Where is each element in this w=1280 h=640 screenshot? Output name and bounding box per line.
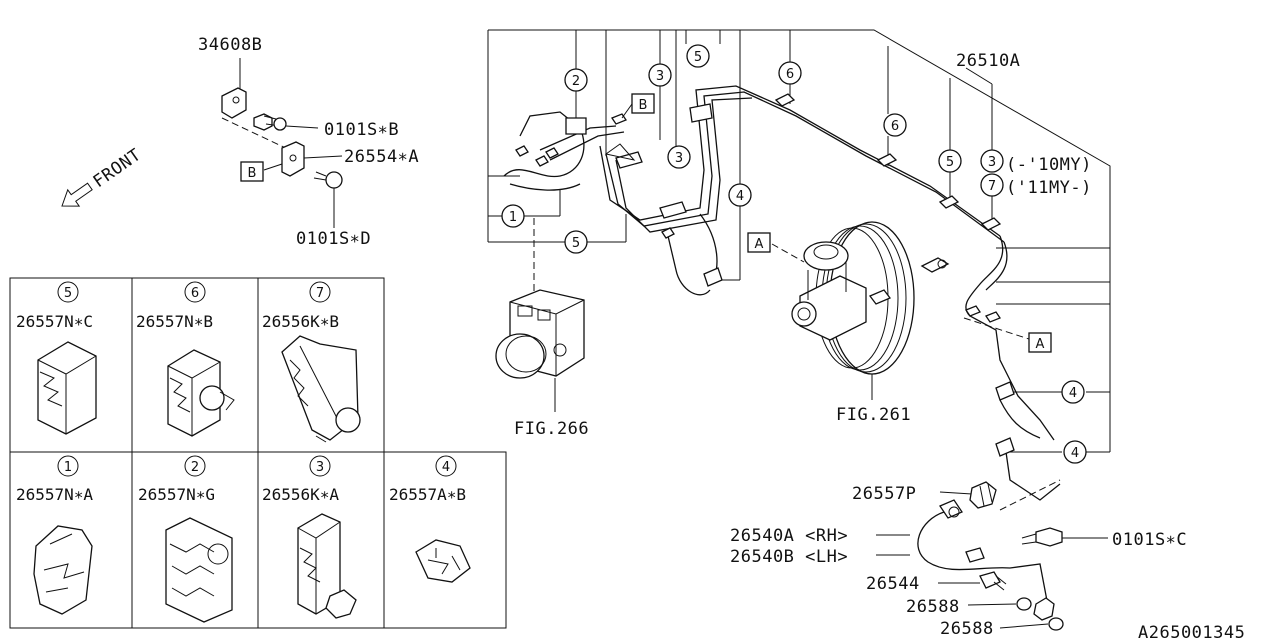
svg-text:6: 6	[786, 67, 794, 82]
callout-2: 2	[564, 68, 588, 92]
part-label-26510A: 26510A	[956, 51, 1020, 71]
bracket-assembly: 34608B 0101S∗B 26554∗A B 0101S∗D FRONT	[61, 35, 419, 249]
front-label: FRONT	[90, 145, 145, 192]
part-label-26588-upper: 26588	[906, 597, 960, 617]
svg-text:6: 6	[191, 286, 199, 301]
clip-cell-3: 3 26556K∗A	[262, 455, 339, 504]
svg-text:2: 2	[191, 460, 199, 475]
ref-box-B-left	[240, 161, 264, 182]
clip-cell-6: 6 26557N∗B	[136, 281, 213, 331]
clip-drawing-4	[415, 539, 471, 583]
callout-1: 1	[501, 204, 525, 228]
fig-261-label: FIG.261	[836, 405, 911, 425]
ref-box-A-pipe	[1028, 332, 1052, 353]
part-label-26588-lower: 26588	[940, 619, 994, 639]
note-3-model-year: (-'10MY)	[1006, 155, 1092, 175]
callout-4-mid: 4	[1061, 380, 1085, 404]
part-label-0101S-C: 0101S∗C	[1112, 530, 1187, 550]
callout-3-top: 3	[648, 63, 672, 87]
bracket-34608B	[221, 87, 247, 119]
clip-cell-7: 7 26556K∗B	[262, 281, 339, 331]
brake-booster: FIG.261 A	[747, 221, 950, 425]
clip-cell-1: 1 26557N∗A	[16, 455, 93, 504]
part-label-0101S-B: 0101S∗B	[324, 120, 399, 140]
svg-text:5: 5	[572, 236, 580, 251]
clip-drawing-2	[165, 517, 233, 623]
clip-part-26556K-A: 26556K∗A	[262, 485, 339, 504]
front-arrow-icon: FRONT	[61, 145, 145, 207]
svg-text:1: 1	[509, 210, 517, 225]
svg-text:7: 7	[988, 179, 996, 194]
svg-text:4: 4	[1071, 446, 1079, 461]
clip-drawing-1	[33, 525, 93, 615]
svg-text:1: 1	[64, 460, 72, 475]
clip-part-26557N-A: 26557N∗A	[16, 485, 93, 504]
svg-text:3: 3	[656, 69, 664, 84]
callout-3-right: 3	[980, 149, 1004, 173]
svg-text:A: A	[1036, 337, 1045, 352]
clip-part-26557N-C: 26557N∗C	[16, 312, 93, 331]
callout-4-low: 4	[1063, 440, 1087, 464]
clip-part-26557A-B: 26557A∗B	[389, 485, 466, 504]
fig-266-label: FIG.266	[514, 419, 589, 439]
clip-drawing-7	[281, 335, 361, 443]
svg-text:2: 2	[572, 74, 580, 89]
callout-7: 7	[980, 173, 1004, 197]
part-label-26544: 26544	[866, 574, 920, 594]
svg-text:A: A	[755, 237, 764, 252]
svg-text:5: 5	[694, 50, 702, 65]
clip-drawing-3	[297, 513, 357, 619]
part-label-26540B: 26540B <LH>	[730, 547, 848, 567]
svg-text:B: B	[248, 166, 257, 181]
svg-text:5: 5	[946, 155, 954, 170]
clip-cell-5: 5 26557N∗C	[16, 281, 93, 331]
svg-text:3: 3	[316, 460, 324, 475]
svg-text:B: B	[639, 98, 648, 113]
bracket-26554A	[281, 141, 305, 177]
callout-5-lower: 5	[564, 230, 588, 254]
svg-text:3: 3	[988, 155, 996, 170]
part-label-34608B: 34608B	[198, 35, 262, 55]
brake-hose-assembly: 26557P 26540A <RH> 26540B <LH> 0101S∗C 2…	[730, 481, 1187, 639]
callout-6-left: 6	[778, 61, 802, 85]
clip-cell-4: 4 26557A∗B	[389, 455, 466, 504]
clip-part-26557N-B: 26557N∗B	[136, 312, 213, 331]
svg-text:4: 4	[442, 460, 450, 475]
clip-drawing-5	[37, 341, 97, 435]
part-label-26557P: 26557P	[852, 484, 916, 504]
note-7-model-year: ('11MY-)	[1006, 178, 1092, 198]
svg-text:5: 5	[64, 286, 72, 301]
clip-reference-table: 5 26557N∗C 6 26557N∗B 7 26556K∗B 1 26557…	[9, 277, 507, 629]
svg-text:3: 3	[675, 151, 683, 166]
part-label-26540A: 26540A <RH>	[730, 526, 848, 546]
svg-text:7: 7	[316, 286, 324, 301]
ref-box-B-pipe	[631, 93, 655, 114]
clip-part-26557N-G: 26557N∗G	[138, 485, 215, 504]
brake-pipe-assembly: 1 5 2 3 5 3 4 6	[487, 29, 1111, 511]
callout-3-mid: 3	[667, 145, 691, 169]
callout-6-right: 6	[883, 113, 907, 137]
ref-box-A-booster	[747, 232, 771, 253]
part-label-0101S-D: 0101S∗D	[296, 229, 371, 249]
svg-text:6: 6	[891, 119, 899, 134]
diagram-id: A265001345	[1138, 623, 1245, 640]
callout-5-right: 5	[938, 149, 962, 173]
clip-cell-2: 2 26557N∗G	[138, 455, 215, 504]
clip-part-26556K-B: 26556K∗B	[262, 312, 339, 331]
svg-text:4: 4	[1069, 386, 1077, 401]
svg-text:4: 4	[736, 189, 744, 204]
clip-drawing-6	[167, 349, 235, 437]
abs-unit: FIG.266	[495, 218, 589, 439]
part-label-26554-A: 26554∗A	[344, 147, 419, 167]
callout-4-top: 4	[728, 183, 752, 207]
callout-5-top: 5	[686, 44, 710, 68]
